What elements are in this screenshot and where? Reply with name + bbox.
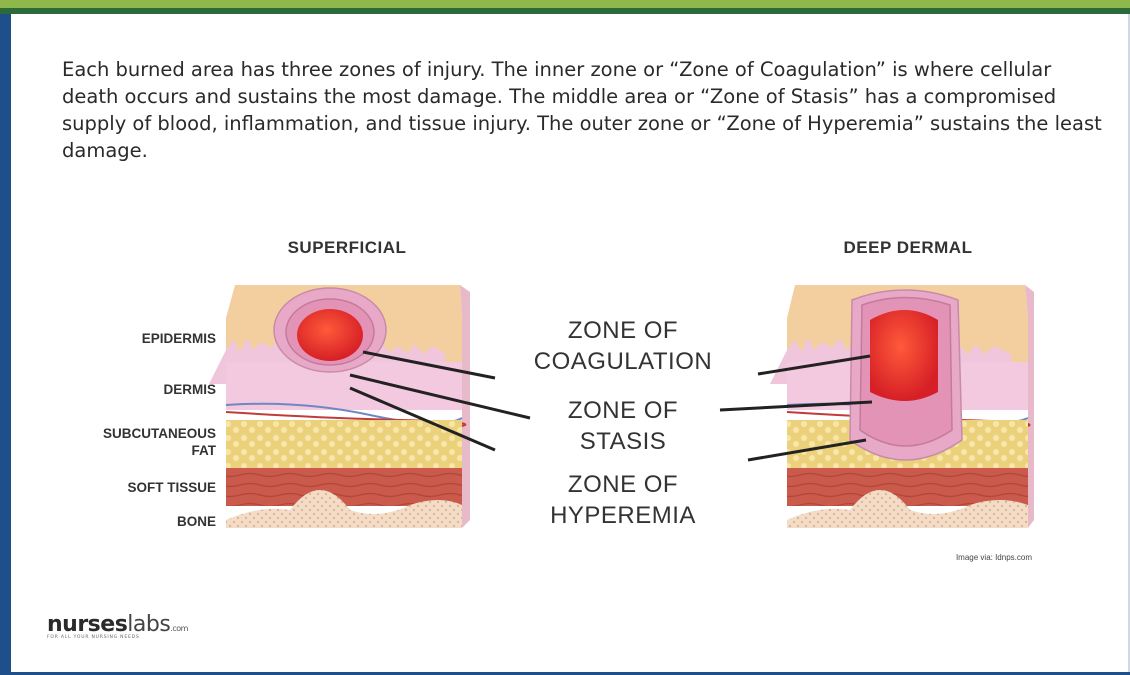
zone-hyperemia-line1: ZONE OF	[568, 471, 678, 498]
image-credit: Image via: Idnps.com	[956, 553, 1032, 562]
nurseslabs-logo: nurseslabs.com FOR ALL YOUR NURSING NEED…	[47, 612, 188, 640]
zone-hyperemia-line2: HYPEREMIA	[550, 502, 696, 529]
zone-stasis-line2: STASIS	[580, 428, 667, 455]
label-soft-tissue: SOFT TISSUE	[127, 480, 216, 495]
logo-name-thin: labs	[127, 612, 170, 637]
label-subcutaneous: SUBCUTANEOUS	[103, 426, 216, 441]
label-epidermis: EPIDERMIS	[142, 331, 216, 346]
zone-coagulation-left	[297, 309, 363, 361]
label-bone: BONE	[177, 514, 216, 529]
zone-coagulation-right	[870, 310, 938, 401]
zone-stasis-line1: ZONE OF	[568, 397, 678, 424]
right-title: DEEP DERMAL	[844, 238, 973, 257]
label-dermis: DERMIS	[163, 382, 216, 397]
logo-suffix: .com	[170, 624, 188, 633]
label-fat: FAT	[192, 443, 217, 458]
superficial-skin-block	[209, 285, 470, 528]
zone-coagulation-line1: ZONE OF	[568, 317, 678, 344]
zone-coagulation-line2: COAGULATION	[534, 348, 712, 375]
left-title: SUPERFICIAL	[288, 238, 407, 257]
logo-name-bold: nurses	[47, 612, 127, 637]
